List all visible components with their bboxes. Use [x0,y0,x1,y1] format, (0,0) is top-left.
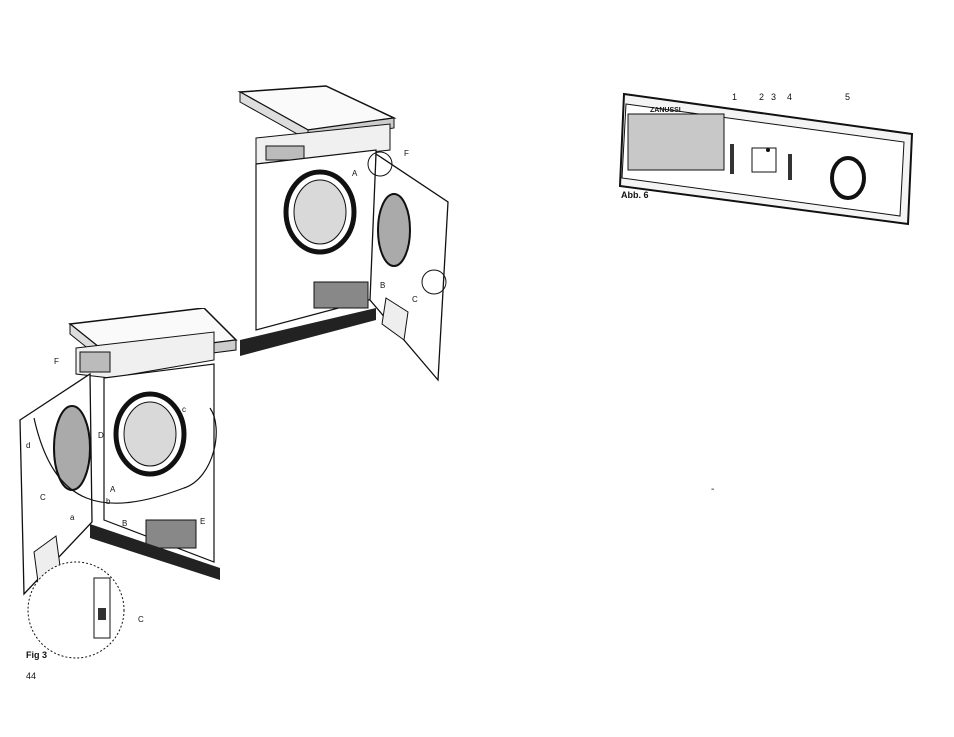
callout-c: C [412,295,418,304]
callout-1: 1 [732,92,737,102]
control-panel-callouts: 1 2 3 4 5 [728,92,868,108]
callout-a: A [352,169,358,178]
callout-f: F [404,149,409,158]
stray-mark: - [711,484,714,495]
callout-c: C [40,493,46,502]
callout-2: 2 [759,92,764,102]
dryer-figure-top: A F B C [236,84,456,384]
callout-b: B [380,281,385,290]
callout-f: F [54,357,59,366]
callout-d: D [98,431,104,440]
control-panel-figure: ZANUSSI [612,90,916,230]
callout-d-lower: d [26,441,30,450]
figure-caption-right: Abb. 6 [621,190,649,200]
callout-a-lower: a [70,513,75,522]
callout-3: 3 [771,92,776,102]
callout-c-lower: c [182,405,186,414]
figure-caption-left: Fig 3 [26,650,47,660]
callout-b: B [122,519,127,528]
callout-4: 4 [787,92,792,102]
callout-b-lower: b [106,497,111,506]
callout-a: A [110,485,116,494]
inset-label: C [138,615,144,624]
callout-5: 5 [845,92,850,102]
brand-logo: ZANUSSI [650,107,681,114]
page-number: 44 [26,671,36,681]
dryer-figure-bottom: F D C A b a B E d c C [14,308,240,678]
callout-e: E [200,517,205,526]
